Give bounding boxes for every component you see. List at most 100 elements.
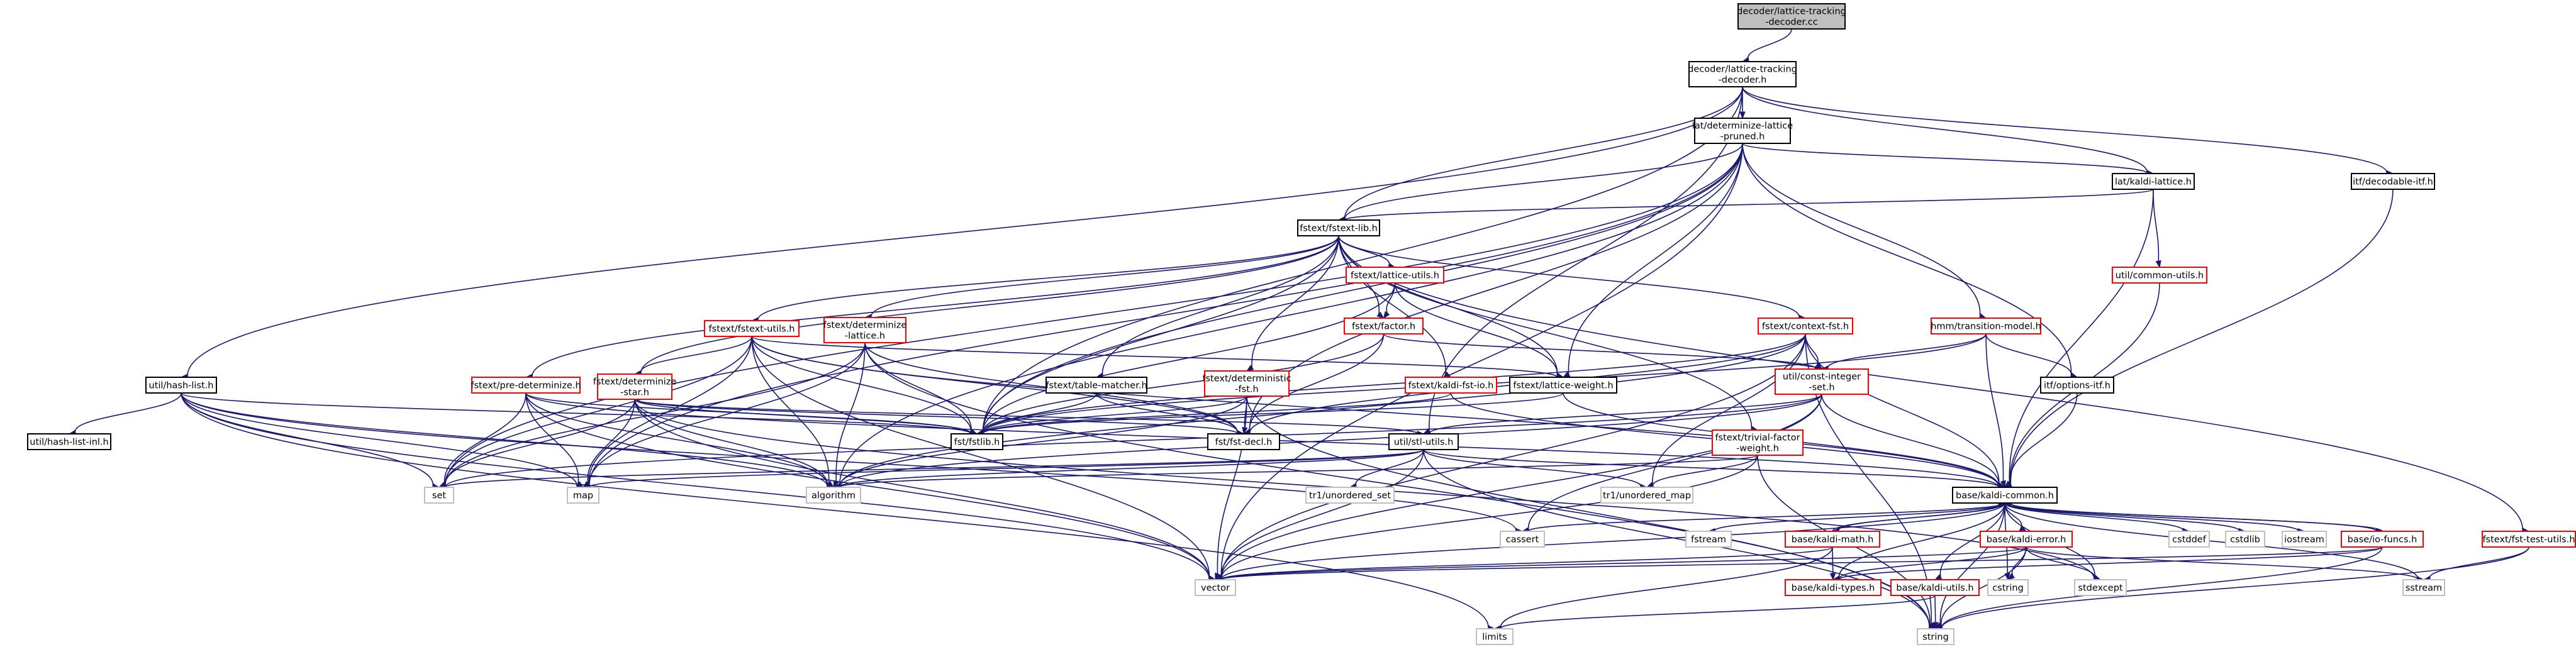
node-io-funcs[interactable]: base/io-funcs.h <box>2341 531 2424 548</box>
node-cstdlib: cstdlib <box>2225 531 2265 548</box>
node-label: map <box>573 491 593 501</box>
node-label: fstext/trivial-factor <box>1715 433 1800 443</box>
node-ltd-h[interactable]: decoder/lattice-tracking-decoder.h <box>1688 61 1797 87</box>
dependency-edge-kaldi_error-vector <box>1214 546 2027 583</box>
dependency-edge-kaldi_error-kaldi_types <box>1832 546 2027 582</box>
node-kaldi-lattice[interactable]: lat/kaldi-lattice.h <box>2112 173 2195 190</box>
dependency-edge-det_lattice-algorithm <box>833 342 866 489</box>
node-label: itf/decodable-itf.h <box>2353 177 2433 187</box>
dependency-edge-det_lattice-map <box>582 342 866 489</box>
dependency-edge-fstext_lib-fstext_utils <box>750 235 1339 324</box>
node-options-itf[interactable]: itf/options-itf.h <box>2040 377 2114 394</box>
node-decodable-itf[interactable]: itf/decodable-itf.h <box>2351 173 2435 190</box>
node-label: util/hash-list.h <box>149 381 214 391</box>
node-pre-det[interactable]: fstext/pre-determinize.h <box>471 377 581 394</box>
node-det-star[interactable]: fstext/determinize-star.h <box>593 373 677 400</box>
node-sstream: sstream <box>2402 579 2445 596</box>
dependency-edge-kaldi_utils-string <box>1932 595 1939 630</box>
node-iostream: iostream <box>2282 531 2327 548</box>
dependency-edge-pre_det-vector <box>525 392 1217 582</box>
node-label: fstext/kaldi-fst-io.h <box>1408 381 1494 391</box>
dependency-edge-transition_model-const_int_set <box>1820 333 1987 372</box>
dependency-edge-factor-const_int_set <box>1383 333 1823 372</box>
node-factor[interactable]: fstext/factor.h <box>1344 318 1424 335</box>
node-fstext-utils[interactable]: fstext/fstext-utils.h <box>704 320 800 337</box>
node-label: cstring <box>1992 583 2024 594</box>
node-label: util/stl-utils.h <box>1394 438 1454 448</box>
node-kaldi-common[interactable]: base/kaldi-common.h <box>1952 487 2058 504</box>
node-label: -weight.h <box>1736 444 1779 454</box>
node-context-fst[interactable]: fstext/context-fst.h <box>1758 318 1853 335</box>
node-hash-list-inl[interactable]: util/hash-list-inl.h <box>27 433 111 450</box>
node-det-lattice[interactable]: fstext/determinize-lattice.h <box>823 317 907 343</box>
node-label: fstext/context-fst.h <box>1762 322 1849 332</box>
node-label: stdexcept <box>2078 583 2123 594</box>
dependency-edge-kaldi_common-fstream <box>1707 502 2005 534</box>
node-label: sstream <box>2406 583 2442 594</box>
dependency-edge-kaldi_common-kaldi_utils <box>1934 502 2005 580</box>
node-label: base/kaldi-types.h <box>1792 583 1875 594</box>
dependency-edge-const_int_set-kaldi_common <box>1821 394 2006 489</box>
node-lattice-utils[interactable]: fstext/lattice-utils.h <box>1346 267 1444 284</box>
node-label: hmm/transition-model.h <box>1931 322 2041 332</box>
node-cstddef: cstddef <box>2168 531 2210 548</box>
node-set: set <box>424 487 454 504</box>
node-fst-test-utils[interactable]: fstext/fst-test-utils.h <box>2482 531 2576 548</box>
node-kaldi-math[interactable]: base/kaldi-math.h <box>1785 531 1880 548</box>
node-label: tr1/unordered_set <box>1309 491 1391 501</box>
dependency-edge-decodable_itf-kaldi_common <box>2004 189 2394 489</box>
dependency-edge-dlp-kaldi_lattice <box>1742 143 2155 177</box>
dependency-edge-fstext_utils-det_star <box>633 336 752 377</box>
dependency-edge-fstext_utils-vector <box>751 336 1217 582</box>
node-hash-list[interactable]: util/hash-list.h <box>145 377 217 394</box>
node-label: -decoder.cc <box>1765 18 1818 28</box>
dependency-edge-fstext_lib-kaldi_fst_io <box>1338 235 1452 378</box>
dependency-edge-kaldi_lattice-kaldi_common <box>2004 189 2154 488</box>
dependency-edge-dlp-set <box>438 143 1743 490</box>
dependency-edge-const_int_set-cassert <box>1521 394 1822 533</box>
node-fstext-lib[interactable]: fstext/fstext-lib.h <box>1297 219 1380 236</box>
node-deterministic-fst[interactable]: fstext/deterministic-fst.h <box>1202 370 1291 397</box>
node-fstlib[interactable]: fst/fstlib.h <box>951 433 1003 450</box>
node-label: lat/determinize-lattice <box>1692 121 1793 131</box>
node-transition-model[interactable]: hmm/transition-model.h <box>1931 318 2041 335</box>
node-kaldi-types[interactable]: base/kaldi-types.h <box>1785 579 1882 596</box>
dependency-edge-dlp-lattice_weight <box>1562 143 1743 378</box>
dependency-edge-stl_utils-map <box>582 449 1424 490</box>
node-label: fstext/pre-determinize.h <box>471 381 581 391</box>
node-kaldi-error[interactable]: base/kaldi-error.h <box>1980 531 2073 548</box>
node-kaldi-fst-io[interactable]: fstext/kaldi-fst-io.h <box>1405 377 1497 394</box>
node-common-utils[interactable]: util/common-utils.h <box>2112 267 2207 284</box>
node-label: fstext/table-matcher.h <box>1045 381 1147 391</box>
node-label: util/hash-list-inl.h <box>30 438 108 448</box>
node-label: -set.h <box>1809 383 1834 393</box>
dependency-edge-fst_test_utils-sstream <box>2423 546 2529 582</box>
node-dlp[interactable]: lat/determinize-lattice-pruned.h <box>1692 118 1793 144</box>
node-fstream: fstream <box>1685 531 1732 548</box>
node-label: -fst.h <box>1235 385 1258 395</box>
dependency-edge-io_funcs-kaldi_common <box>2004 500 2383 532</box>
node-label: fstext/lattice-weight.h <box>1513 381 1613 391</box>
dependency-edge-hash_list-limits <box>181 392 1496 631</box>
node-label: fst/fstlib.h <box>954 438 1000 448</box>
dependency-edge-fstext_utils-kaldi_common <box>751 336 2006 490</box>
edges-layer <box>68 28 2530 632</box>
node-cstring: cstring <box>1987 579 2029 596</box>
dependency-edge-kaldi_common-vector <box>1214 502 2005 583</box>
node-label: set <box>432 491 446 501</box>
node-fst-decl[interactable]: fst/fst-decl.h <box>1207 433 1280 450</box>
node-kaldi-utils[interactable]: base/kaldi-utils.h <box>1890 579 1980 596</box>
node-table-matcher[interactable]: fstext/table-matcher.h <box>1045 377 1147 394</box>
node-trivial-factor[interactable]: fstext/trivial-factor-weight.h <box>1712 429 1804 456</box>
node-lattice-weight[interactable]: fstext/lattice-weight.h <box>1509 377 1617 394</box>
node-const-int-set[interactable]: util/const-integer-set.h <box>1775 368 1869 395</box>
dependency-edge-deterministic_fst-vector <box>1215 395 1247 581</box>
node-label: fstext/fstext-lib.h <box>1300 224 1378 234</box>
node-label: decoder/lattice-tracking <box>1688 65 1797 75</box>
node-map: map <box>567 487 599 504</box>
node-label: fstext/lattice-utils.h <box>1351 271 1439 281</box>
node-tr1-umap: tr1/unordered_map <box>1600 487 1693 504</box>
dependency-edge-pre_det-fstlib <box>525 392 978 437</box>
node-root[interactable]: decoder/lattice-tracking-decoder.cc <box>1737 3 1846 30</box>
node-stl-utils[interactable]: util/stl-utils.h <box>1388 433 1459 450</box>
